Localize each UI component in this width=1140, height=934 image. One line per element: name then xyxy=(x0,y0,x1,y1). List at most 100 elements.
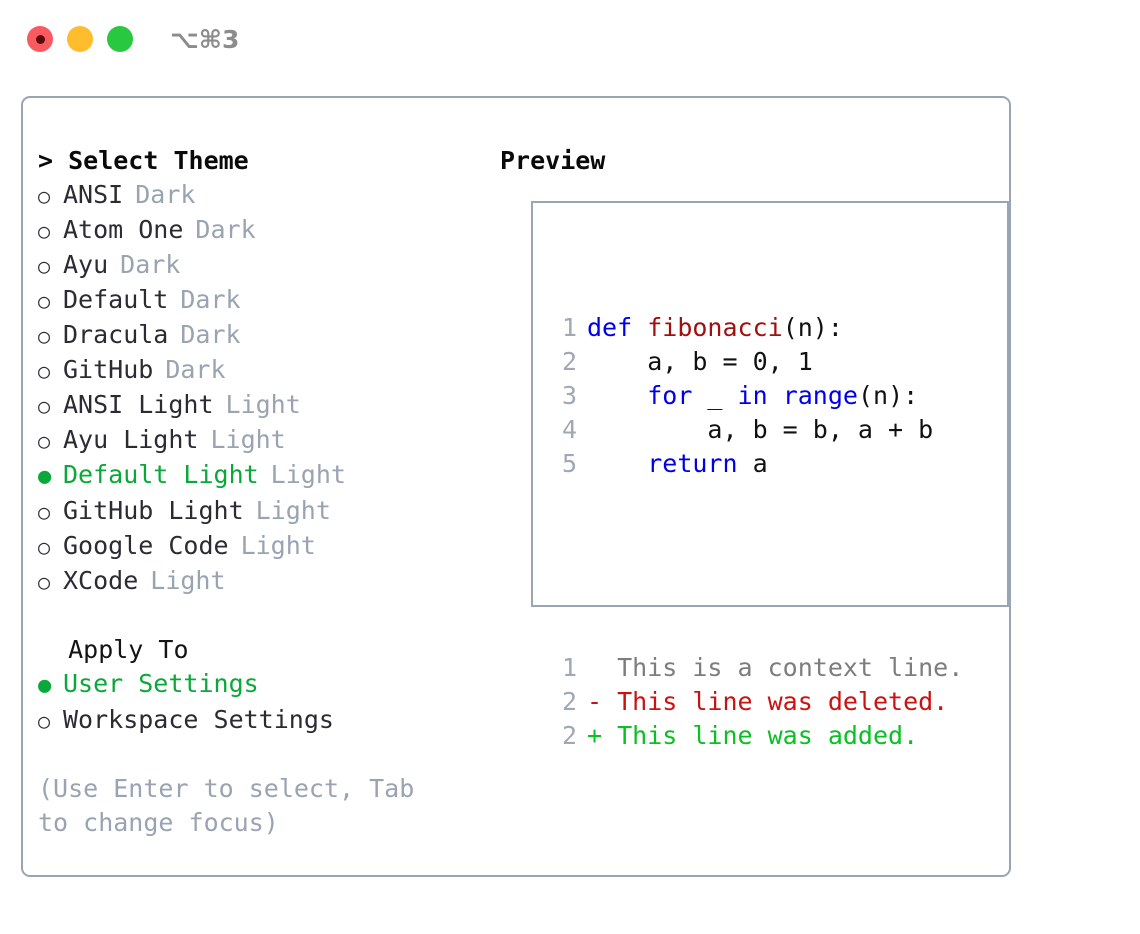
radio-unselected-icon: ○ xyxy=(38,500,51,524)
code-diff-spacer xyxy=(547,549,963,583)
theme-option-atom-one[interactable]: ○ Atom One Dark xyxy=(38,213,488,248)
diff-marker xyxy=(587,651,617,685)
radio-unselected-icon: ○ xyxy=(38,535,51,559)
code-token-kw: return xyxy=(647,449,738,478)
radio-selected-icon: ● xyxy=(38,464,52,489)
code-token-plain: (n): xyxy=(782,313,843,342)
theme-option-kind: Light xyxy=(150,566,226,595)
select-theme-header: > Select Theme xyxy=(38,146,249,175)
theme-option-kind: Light xyxy=(225,390,301,419)
close-button[interactable] xyxy=(27,26,53,52)
code-token-plain xyxy=(587,449,647,478)
footer-hint: (Use Enter to select, Tab to change focu… xyxy=(38,774,415,837)
theme-option-label: ANSI Light xyxy=(63,390,214,419)
radio-unselected-icon: ○ xyxy=(38,254,51,278)
list-spacer xyxy=(38,599,488,633)
diff-line-number: 2 xyxy=(561,687,577,716)
diff-line: 1 This is a context line. xyxy=(547,651,963,685)
code-line: 1 def fibonacci(n): xyxy=(547,311,963,345)
keyboard-shortcut-label: ⌥⌘3 xyxy=(170,24,240,54)
code-token-plain: (n): xyxy=(857,381,919,410)
code-token-plain: a, b = 0, 1 xyxy=(587,347,813,376)
theme-option-label: Google Code xyxy=(63,531,229,560)
diff-marker: - xyxy=(587,687,618,716)
preview-header: Preview xyxy=(500,146,606,175)
theme-option-kind: Dark xyxy=(195,215,256,244)
code-token-fn: fibonacci xyxy=(647,313,783,342)
theme-option-kind: Dark xyxy=(165,355,226,384)
theme-option-ansi[interactable]: ○ ANSI Dark xyxy=(38,178,488,213)
code-token-plain: a, b = b, a + b xyxy=(587,415,934,444)
radio-unselected-icon: ○ xyxy=(38,570,51,594)
theme-option-kind: Dark xyxy=(135,180,196,209)
theme-option-xcode[interactable]: ○ XCode Light xyxy=(38,564,488,599)
code-token-plain xyxy=(587,381,647,410)
code-line-number: 5 xyxy=(561,449,577,478)
apply-to-header: Apply To xyxy=(38,635,189,664)
code-token-plain xyxy=(768,381,783,410)
diff-line-text: This line was deleted. xyxy=(617,687,949,716)
code-token-kw: in xyxy=(737,381,768,410)
radio-unselected-icon: ○ xyxy=(38,709,51,733)
theme-option-github[interactable]: ○ GitHub Dark xyxy=(38,353,488,388)
theme-option-label: GitHub xyxy=(63,355,154,384)
apply-to-option-label: Workspace Settings xyxy=(63,705,334,734)
theme-option-label: Ayu Light xyxy=(63,425,199,454)
code-line-text: a, b = 0, 1 xyxy=(587,345,813,379)
diff-sample: 1 This is a context line.2- This line wa… xyxy=(547,651,963,753)
apply-to-option-label: User Settings xyxy=(63,669,259,698)
apply-to-option-user-settings[interactable]: ●User Settings xyxy=(38,667,488,703)
code-line: 4 a, b = b, a + b xyxy=(547,413,963,447)
minimize-button[interactable] xyxy=(67,26,93,52)
diff-line-number: 2 xyxy=(561,721,577,750)
theme-option-kind: Light xyxy=(210,425,286,454)
apply-to-list: ●User Settings ○ Workspace Settings xyxy=(38,667,488,738)
theme-option-label: Ayu xyxy=(63,250,109,279)
radio-unselected-icon: ○ xyxy=(38,219,51,243)
theme-option-dracula[interactable]: ○ Dracula Dark xyxy=(38,318,488,353)
radio-unselected-icon: ○ xyxy=(38,184,51,208)
code-token-plain: a xyxy=(737,449,768,478)
theme-option-label: Atom One xyxy=(63,215,184,244)
diff-line-number: 1 xyxy=(561,653,577,682)
theme-option-label: Default xyxy=(63,285,169,314)
diff-marker: + xyxy=(587,721,618,750)
code-line: 3 for _ in range(n): xyxy=(547,379,963,413)
theme-option-label: Dracula xyxy=(63,320,169,349)
close-icon xyxy=(35,34,45,44)
diff-line-text: This is a context line. xyxy=(617,653,964,682)
theme-option-label: ANSI xyxy=(63,180,124,209)
code-token-kw: range xyxy=(782,381,858,410)
theme-option-kind: Dark xyxy=(180,320,241,349)
radio-unselected-icon: ○ xyxy=(38,359,51,383)
theme-option-kind: Light xyxy=(255,496,331,525)
maximize-button[interactable] xyxy=(107,26,133,52)
code-line-number: 4 xyxy=(561,415,577,444)
window-controls xyxy=(27,26,133,52)
diff-line: 2 + This line was added. xyxy=(547,719,963,753)
code-line-text: for _ in range(n): xyxy=(587,379,918,413)
code-line-number: 1 xyxy=(561,313,577,342)
radio-unselected-icon: ○ xyxy=(38,324,51,348)
apply-to-option-workspace-settings[interactable]: ○ Workspace Settings xyxy=(38,703,488,738)
window-titlebar: ⌥⌘3 xyxy=(0,0,1140,78)
code-token-kw: for xyxy=(647,381,693,410)
diff-line-text: This line was added. xyxy=(617,721,919,750)
theme-option-kind: Dark xyxy=(180,285,241,314)
theme-option-label: XCode xyxy=(63,566,139,595)
code-line: 5 return a xyxy=(547,447,963,481)
code-line: 2 a, b = 0, 1 xyxy=(547,345,963,379)
code-token-kw: def xyxy=(587,313,648,342)
